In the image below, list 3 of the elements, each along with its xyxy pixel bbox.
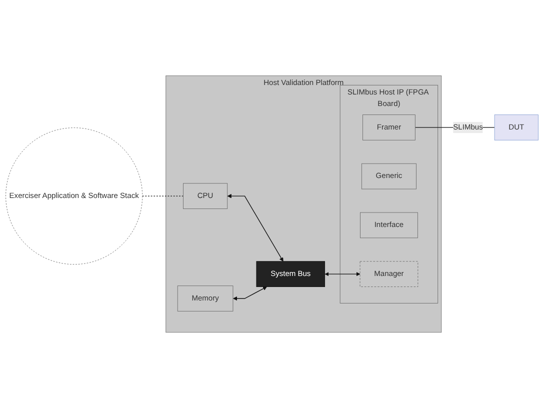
arrow <box>324 272 360 276</box>
arrow <box>227 194 284 262</box>
arrow <box>232 286 267 301</box>
